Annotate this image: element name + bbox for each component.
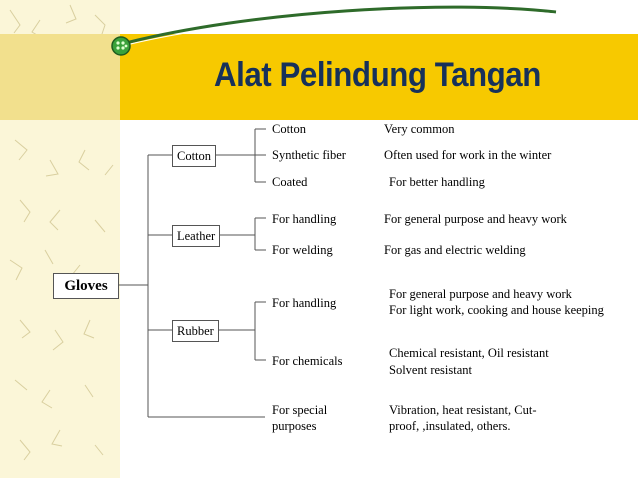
- desc-label: For better handling: [389, 175, 485, 189]
- type-label: Synthetic fiber: [272, 148, 346, 162]
- desc-label: Often used for work in the winter: [384, 148, 552, 162]
- type-label: Coated: [272, 175, 308, 189]
- category-cotton: Cotton: [172, 145, 217, 167]
- desc-label: For gas and electric welding: [384, 243, 526, 257]
- category-leather: Leather: [172, 225, 221, 247]
- desc-label: proof, ,insulated, others.: [389, 419, 511, 433]
- orb-icon: [111, 36, 131, 56]
- desc-label: For general purpose and heavy work: [389, 287, 572, 301]
- desc-label: Chemical resistant, Oil resistant: [389, 346, 549, 360]
- desc-label: For general purpose and heavy work: [384, 212, 567, 226]
- category-rubber: Rubber: [172, 320, 219, 342]
- desc-label: Very common: [384, 122, 455, 136]
- pattern-decoration: [9, 4, 114, 461]
- swoosh-decoration: [111, 5, 557, 56]
- desc-label: For light work, cooking and house keepin…: [389, 303, 604, 317]
- type-label: For welding: [272, 243, 333, 257]
- type-label: For handling: [272, 296, 337, 310]
- type-label: For handling: [272, 212, 337, 226]
- desc-label: Vibration, heat resistant, Cut-: [389, 403, 537, 417]
- type-label: For special: [272, 403, 328, 417]
- desc-label: Solvent resistant: [389, 363, 472, 377]
- root-node: Gloves: [53, 273, 119, 299]
- type-label: Cotton: [272, 122, 307, 136]
- type-label: For chemicals: [272, 354, 343, 368]
- type-label: purposes: [272, 419, 317, 433]
- slide-title: Alat Pelindung Tangan: [214, 56, 541, 94]
- title-band-left-fade: [0, 34, 120, 120]
